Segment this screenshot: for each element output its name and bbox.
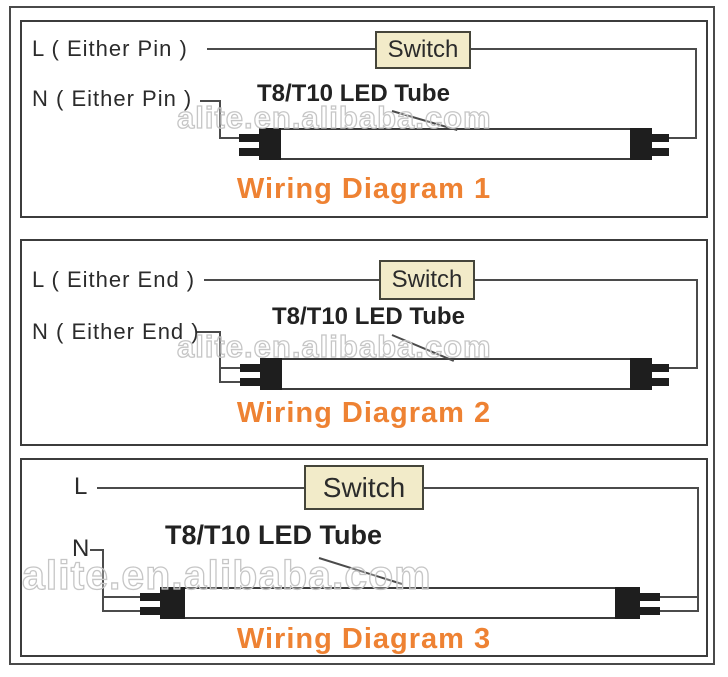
neutral-wire-drop [219, 331, 221, 383]
tube-end-cap-right [630, 358, 652, 390]
panel-title: Wiring Diagram 1 [236, 173, 492, 205]
neutral-wire-to-pin-top [219, 367, 242, 369]
switch-box: Switch [375, 31, 471, 69]
tube-pin-right-top [650, 364, 669, 372]
neutral-wire-to-pin [219, 137, 241, 139]
wiring-panel-3: L N Switch T8/T10 LED Tube alite.en.alib… [20, 458, 708, 657]
tube-pin-right-bottom [650, 148, 669, 156]
neutral-wire [200, 100, 221, 102]
tube-pin-left-bottom [140, 607, 162, 615]
tube-pin-left-top [240, 364, 262, 372]
tube-end-cap-left [260, 358, 282, 390]
tube-end-cap-right [615, 587, 640, 619]
neutral-wire-label: N ( Either End ) [32, 319, 200, 344]
switch-label: Switch [387, 36, 459, 63]
wiring-panel-2: L ( Either End ) N ( Either End ) Switch… [20, 239, 708, 446]
neutral-wire-label: N ( Either Pin ) [32, 86, 193, 111]
live-wire-to-pin [667, 137, 697, 139]
live-wire-to-pin [668, 367, 698, 369]
tube-label: T8/T10 LED Tube [165, 520, 383, 550]
wiring-panel-1: L ( Either Pin ) N ( Either Pin ) Switch… [20, 20, 708, 218]
tube-pin-left-top [140, 593, 162, 601]
tube-label: T8/T10 LED Tube [257, 80, 450, 107]
live-wire [97, 487, 304, 489]
live-wire-to-pin-bottom [660, 610, 699, 612]
neutral-wire-drop [102, 549, 104, 612]
led-tube [259, 128, 652, 160]
live-wire-label: L ( Either Pin ) [32, 36, 188, 61]
tube-pin-right-top [650, 134, 669, 142]
tube-pin-right-bottom [650, 378, 669, 386]
tube-label-pointer [318, 557, 403, 585]
live-wire-label: L [74, 473, 88, 500]
switch-label: Switch [391, 266, 463, 293]
neutral-wire-label: N [72, 535, 90, 562]
switch-box: Switch [379, 260, 475, 300]
neutral-wire-to-pin-bottom [102, 610, 140, 612]
neutral-wire-to-pin-top [102, 596, 140, 598]
tube-pin-right-bottom [638, 607, 660, 615]
led-tube [160, 587, 640, 619]
live-wire-drop [697, 487, 699, 612]
neutral-wire-drop [219, 100, 221, 139]
tube-pin-left-bottom [240, 378, 262, 386]
neutral-wire-to-pin-bottom [219, 381, 242, 383]
tube-pin-left-top [239, 134, 261, 142]
live-wire-after-switch [424, 487, 699, 489]
live-wire-label: L ( Either End ) [32, 267, 196, 292]
tube-end-cap-right [630, 128, 652, 160]
live-wire-drop [695, 48, 697, 139]
neutral-wire [197, 331, 221, 333]
tube-pin-right-top [638, 593, 660, 601]
live-wire-to-pin-top [660, 596, 699, 598]
tube-label: T8/T10 LED Tube [272, 303, 465, 330]
tube-end-cap-left [259, 128, 281, 160]
switch-box: Switch [304, 465, 424, 510]
tube-end-cap-left [160, 587, 185, 619]
led-tube [260, 358, 652, 390]
live-wire-drop [696, 279, 698, 369]
switch-label: Switch [322, 471, 406, 503]
panel-title: Wiring Diagram 3 [236, 623, 492, 655]
panel-title: Wiring Diagram 2 [236, 397, 492, 429]
outer-frame [9, 6, 715, 665]
neutral-wire [90, 549, 104, 551]
tube-pin-left-bottom [239, 148, 261, 156]
